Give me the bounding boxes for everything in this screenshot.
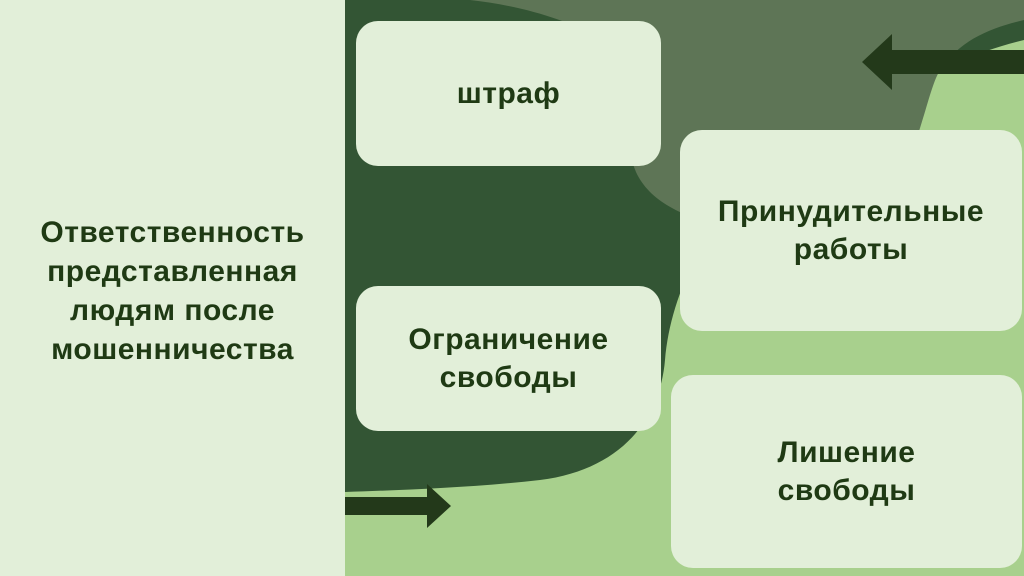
card-restriction-of-freedom: Ограничение свободы [356,286,661,431]
card-imprisonment-label: Лишение свободы [777,435,916,507]
arrow-right-icon [345,484,451,528]
card-imprisonment: Лишение свободы [671,375,1022,568]
left-panel: Ответственность представленная людям пос… [0,0,345,576]
arrow-left-icon [862,34,1024,90]
card-fine-label: штраф [456,76,561,110]
main-title: Ответственность представленная людям пос… [0,213,345,369]
card-restriction-label: Ограничение свободы [408,322,609,394]
card-forced-labor-label: Принудительные работы [717,194,985,266]
card-forced-labor: Принудительные работы [680,130,1022,331]
main-title-text: Ответственность представленная людям пос… [40,216,305,366]
card-fine: штраф [356,21,661,166]
